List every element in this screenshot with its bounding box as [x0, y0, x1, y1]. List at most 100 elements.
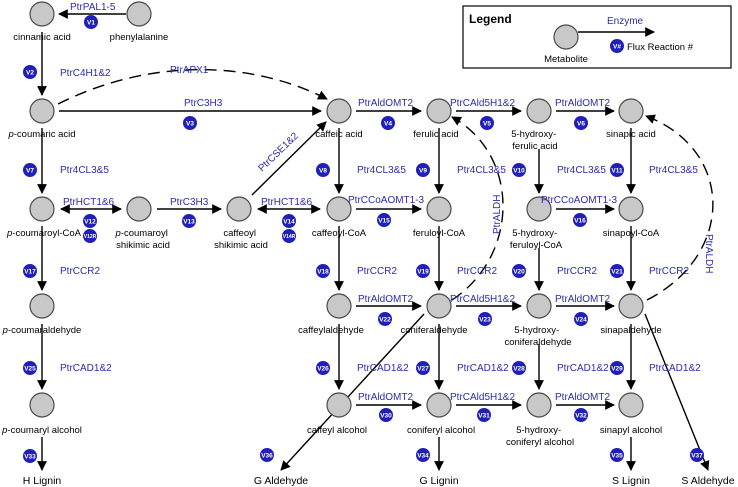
legend-title: Legend [469, 12, 512, 26]
enzyme-v6: PtrAldOMT2 [555, 98, 610, 109]
node-coniferaldehyde [426, 293, 452, 319]
node-caffeyl-alcohol [326, 392, 352, 418]
node-5-hydroxyferuloyl-coa [526, 196, 552, 222]
enzyme-v9: Ptr4CL3&5 [457, 165, 506, 176]
enzyme-aldh1: PtrALDH [492, 195, 503, 234]
label-coniferaldehyde: coniferaldehyde [400, 325, 467, 336]
svg-text:V26: V26 [317, 366, 329, 373]
badge-v28: V28 [512, 361, 526, 375]
svg-text:V14: V14 [283, 219, 295, 226]
svg-text:V29: V29 [611, 366, 623, 373]
enzyme-v22: PtrAldOMT2 [358, 294, 413, 305]
badge-v7: V7 [23, 163, 37, 177]
enzyme-aldh2: PtrALDH [703, 234, 714, 273]
node-5-hydroxyferulic-acid [526, 98, 552, 124]
badge-v27: V27 [416, 361, 430, 375]
enzyme-v1: PtrPAL1-5 [70, 2, 116, 13]
badge-v2: V2 [23, 65, 37, 79]
svg-text:V2: V2 [26, 70, 34, 77]
legend: Legend Enzyme Metabolite V# Flux Reactio… [462, 5, 732, 69]
enzyme-v10: Ptr4CL3&5 [557, 165, 606, 176]
node-sinapoyl-coa [618, 196, 644, 222]
enzyme-v2: PtrC4H1&2 [60, 68, 111, 79]
reaction-badges: V1 V2 V3 V4 V5 V6 V7 V8 V9 V10 V11 V12 V… [23, 15, 704, 463]
label-p-coumaryl-alcohol: p-coumaryl alcohol [1, 425, 82, 436]
enzyme-v17: PtrCCR2 [60, 266, 100, 277]
badge-v5: V5 [480, 116, 494, 130]
enzyme-v20: PtrCCR2 [557, 266, 597, 277]
metabolite-nodes [29, 1, 644, 418]
legend-metabolite-label: Metabolite [544, 54, 588, 65]
legend-flux-label: Flux Reaction # [627, 42, 694, 53]
enzyme-labels: PtrPAL1-5 PtrC4H1&2 PtrAPX1 PtrC3H3 PtrA… [60, 2, 714, 403]
badge-v35: V35 [610, 448, 624, 462]
enzyme-v19: PtrCCR2 [457, 266, 497, 277]
badge-v8: V8 [316, 163, 330, 177]
badge-v12: V12 [83, 214, 97, 228]
label-ferulic-acid: ferulic acid [413, 129, 458, 140]
node-phenylalanine [126, 1, 152, 27]
badge-v32: V32 [574, 408, 588, 422]
badge-v23: V23 [478, 312, 492, 326]
svg-text:V24: V24 [575, 317, 587, 324]
node-caffeoyl-coa [326, 196, 352, 222]
edge-aldh2-dashed [645, 114, 714, 301]
enzyme-v32: PtrAldOMT2 [555, 392, 610, 403]
node-cinnamic-acid [29, 1, 55, 27]
svg-text:V1: V1 [87, 20, 95, 27]
svg-text:V5: V5 [483, 121, 491, 128]
badge-v26: V26 [316, 361, 330, 375]
output-g-lignin: G Lignin [419, 475, 458, 487]
enzyme-v7: Ptr4CL3&5 [60, 165, 109, 176]
label-p-coumaroyl-shikimic-acid: p-coumaroyl shikimic acid [115, 228, 171, 251]
badge-v37: V37 [690, 448, 704, 462]
label-caffeoyl-coa: caffeoyl-CoA [312, 228, 367, 239]
edge-cse [251, 121, 327, 196]
label-sinapyl-alcohol: sinapyl alcohol [600, 425, 662, 436]
label-sinapic-acid: sinapic acid [606, 129, 656, 140]
badge-v14: V14 [282, 214, 296, 228]
enzyme-v16: PtrCCoAOMT1-3 [541, 195, 618, 206]
badge-v17: V17 [23, 264, 37, 278]
badge-v6: V6 [574, 116, 588, 130]
enzyme-v4: PtrAldOMT2 [358, 98, 413, 109]
node-5-hydroxyconiferaldehyde [526, 293, 552, 319]
enzyme-v8: Ptr4CL3&5 [357, 165, 406, 176]
enzyme-v21: PtrCCR2 [649, 266, 689, 277]
enzyme-v11: Ptr4CL3&5 [649, 165, 698, 176]
svg-text:V36: V36 [261, 453, 273, 460]
badge-v16: V16 [573, 213, 587, 227]
badge-v24: V24 [574, 312, 588, 326]
badge-v25: V25 [23, 361, 37, 375]
badge-v14r: V14R [282, 229, 296, 243]
label-phenylalanine: phenylalanine [110, 32, 169, 43]
badge-v29: V29 [610, 361, 624, 375]
svg-text:V15: V15 [378, 218, 390, 225]
edge-aldh1-dashed [451, 116, 504, 301]
svg-text:V12R: V12R [84, 234, 97, 240]
node-p-coumaroyl-shikimic-acid [126, 196, 152, 222]
label-5-hydroxyconiferyl-alcohol: 5-hydroxy- coniferyl alcohol [506, 425, 574, 448]
svg-text:V31: V31 [478, 413, 490, 420]
label-sinapoyl-coa: sinapoyl-CoA [603, 228, 660, 239]
enzyme-v25: PtrCAD1&2 [60, 363, 112, 374]
output-g-aldehyde: G Aldehyde [254, 475, 308, 487]
node-p-coumaroyl-coa [29, 196, 55, 222]
badge-v11: V11 [610, 163, 624, 177]
label-caffeic-acid: caffeic acid [315, 129, 362, 140]
svg-text:V12: V12 [84, 219, 96, 226]
svg-text:V6: V6 [577, 121, 585, 128]
svg-text:V28: V28 [513, 366, 525, 373]
enzyme-v23: PtrCAld5H1&2 [450, 294, 515, 305]
node-caffeic-acid [326, 98, 352, 124]
enzyme-v14: PtrHCT1&6 [261, 197, 313, 208]
svg-text:V11: V11 [611, 168, 623, 175]
svg-text:V13: V13 [183, 219, 195, 226]
svg-text:V16: V16 [574, 218, 586, 225]
svg-text:V32: V32 [575, 413, 587, 420]
badge-v10: V10 [512, 163, 526, 177]
edge-v36 [280, 313, 425, 471]
badge-v34: V34 [416, 448, 430, 462]
svg-text:V37: V37 [691, 453, 703, 460]
enzyme-v13: PtrC3H3 [170, 197, 209, 208]
